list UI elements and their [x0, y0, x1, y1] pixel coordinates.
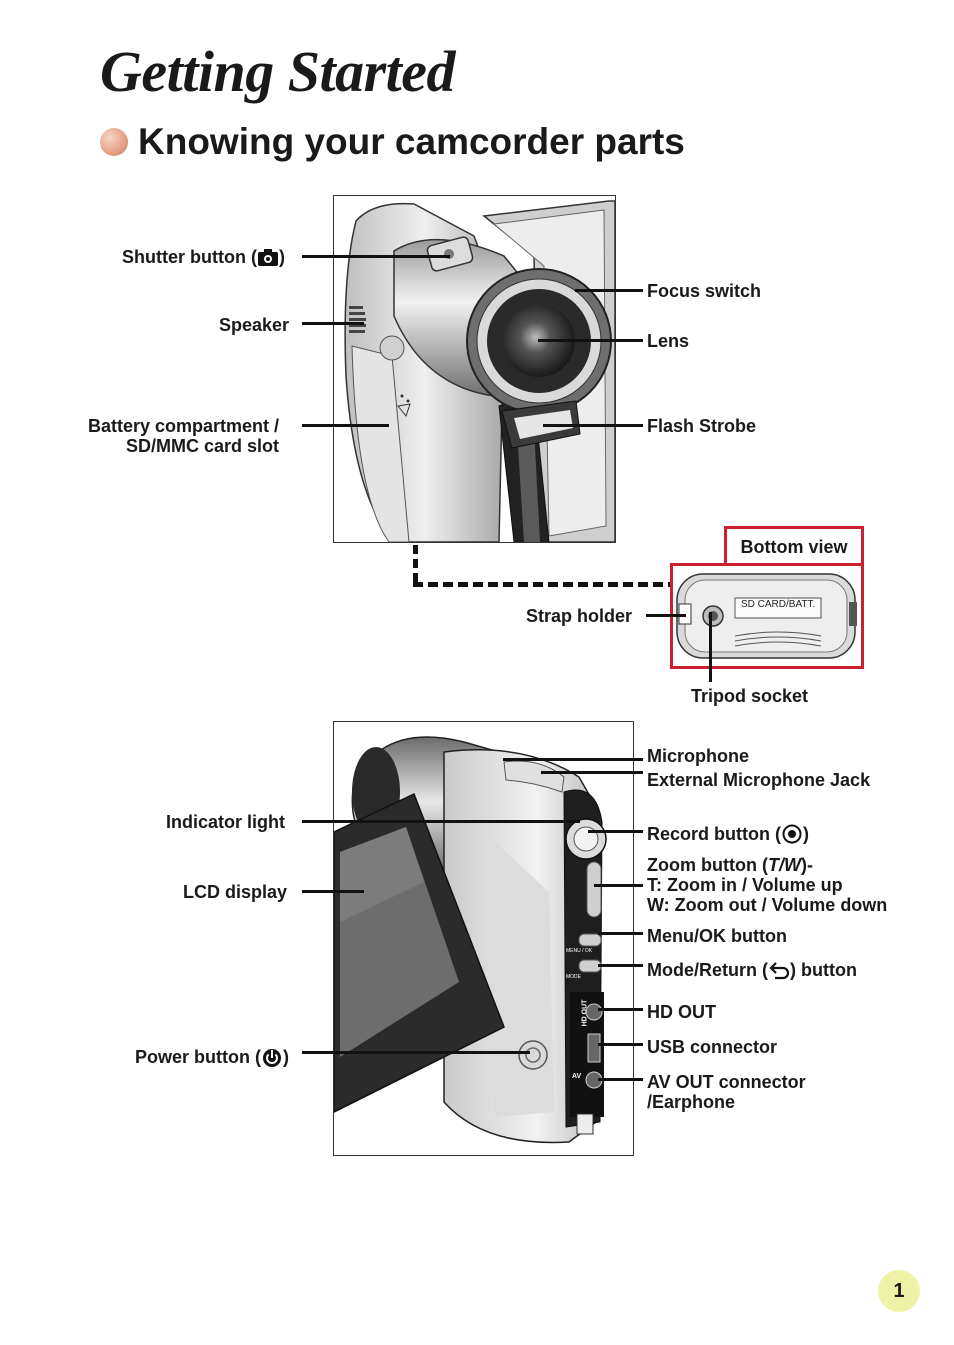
- leader-line: [503, 758, 643, 761]
- lcd-display-label: LCD display: [183, 882, 288, 902]
- leader-line: [598, 1008, 643, 1011]
- battery-compartment-label: Battery compartment / SD/MMC card slot: [88, 416, 280, 456]
- camcorder-side-illustration: [333, 736, 607, 1144]
- power-icon: [262, 1049, 281, 1067]
- focus-switch-label: Focus switch: [647, 281, 762, 301]
- side-view-frame: HD OUT AV MENU / OK MODE: [333, 721, 634, 1156]
- tripod-socket-label: Tripod socket: [691, 686, 809, 706]
- strap-holder-label: Strap holder: [526, 606, 633, 626]
- zoom-tw-glyph: T/W: [767, 855, 801, 875]
- leader-line: [575, 289, 643, 292]
- camera-icon: [257, 249, 278, 266]
- leader-line: [598, 932, 643, 935]
- dashed-connector: [413, 545, 418, 587]
- camcorder-bottom-illustration: [676, 573, 857, 659]
- leader-line: [709, 612, 712, 682]
- camcorder-front-illustration: [344, 200, 616, 543]
- leader-line: [302, 322, 364, 325]
- bottom-view-title: Bottom view: [724, 526, 864, 568]
- leader-line: [302, 890, 364, 893]
- indicator-light-label: Indicator light: [166, 812, 285, 832]
- menu-ok-button-label: Menu/OK button: [647, 926, 787, 946]
- return-icon: [769, 962, 790, 980]
- lens-label: Lens: [647, 331, 690, 351]
- section-heading: Knowing your camcorder parts: [100, 120, 685, 164]
- leader-line: [646, 614, 686, 617]
- page-number: 1: [878, 1270, 920, 1312]
- av-out-connector-label: AV OUT connector /Earphone: [647, 1072, 806, 1112]
- hd-out-text: HD OUT: [581, 999, 589, 1027]
- section-title: Knowing your camcorder parts: [138, 121, 685, 162]
- hd-out-label: HD OUT: [647, 1002, 716, 1022]
- speaker-label: Speaker: [219, 315, 290, 335]
- leader-line: [302, 1051, 530, 1054]
- leader-line: [302, 820, 580, 823]
- mode-text: MODE: [566, 974, 581, 980]
- front-view-frame: [333, 195, 616, 543]
- microphone-label: Microphone: [647, 746, 749, 766]
- power-button-label: Power button (): [135, 1047, 289, 1067]
- flash-strobe-label: Flash Strobe: [647, 416, 757, 436]
- bottom-view-frame: SD CARD/BATT.: [670, 563, 864, 669]
- mode-return-button-label: Mode/Return () button: [647, 960, 857, 980]
- external-mic-jack-label: External Microphone Jack: [647, 770, 871, 790]
- page-title: Getting Started: [100, 39, 456, 104]
- leader-line: [588, 830, 643, 833]
- leader-line: [302, 255, 450, 258]
- leader-line: [598, 1078, 643, 1081]
- av-text: AV: [572, 1073, 582, 1080]
- record-icon: [782, 824, 802, 844]
- leader-line: [538, 339, 643, 342]
- dashed-connector: [413, 582, 670, 587]
- leader-line: [598, 1043, 643, 1046]
- usb-connector-label: USB connector: [647, 1037, 778, 1057]
- zoom-button-label: Zoom button (T/W)- T: Zoom in / Volume u…: [647, 855, 888, 915]
- bullet-icon: [100, 128, 128, 156]
- leader-line: [541, 771, 643, 774]
- leader-line: [302, 424, 389, 427]
- record-button-label: Record button (): [647, 824, 809, 844]
- leader-line: [543, 424, 643, 427]
- sd-card-slot-text: SD CARD/BATT.: [741, 599, 816, 610]
- leader-line: [594, 884, 643, 887]
- menu-ok-text: MENU / OK: [566, 948, 593, 954]
- leader-line: [598, 964, 643, 967]
- shutter-button-label: Shutter button (): [122, 247, 285, 267]
